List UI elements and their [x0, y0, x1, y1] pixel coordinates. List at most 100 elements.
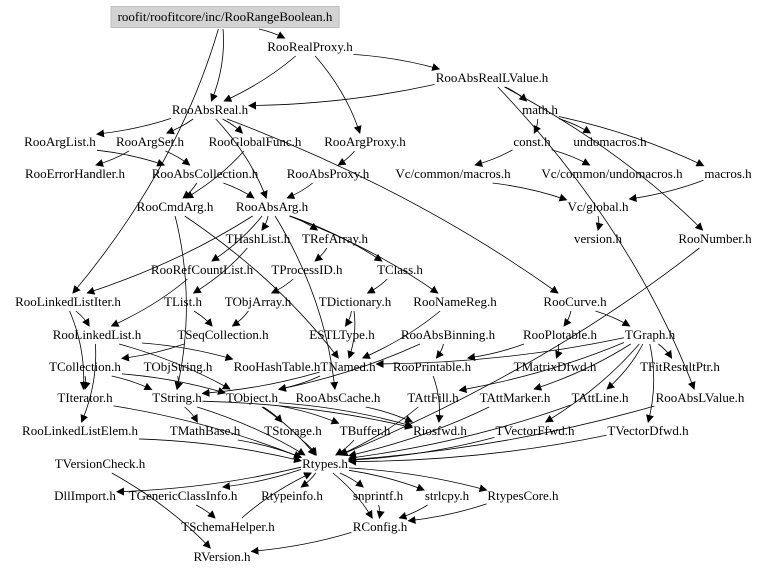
- dependency-edge: [248, 84, 435, 110]
- graph-node[interactable]: RooAbsLValue.h: [655, 390, 745, 405]
- graph-node[interactable]: TRefArray.h: [302, 231, 368, 246]
- graph-node[interactable]: RooAbsArg.h: [235, 199, 309, 214]
- graph-node[interactable]: TString.h: [152, 390, 202, 405]
- graph-node[interactable]: RooNameReg.h: [413, 294, 497, 309]
- graph-node[interactable]: undomacros.h: [573, 134, 647, 149]
- graph-node[interactable]: RooRealProxy.h: [267, 39, 353, 54]
- graph-node[interactable]: TStorage.h: [264, 423, 322, 438]
- dependency-edge: [215, 118, 268, 199]
- dependency-edge: [533, 343, 631, 391]
- graph-node[interactable]: TClass.h: [377, 262, 423, 277]
- graph-node[interactable]: TGenericClassInfo.h: [128, 488, 238, 503]
- dependency-edge: [261, 215, 270, 231]
- graph-node[interactable]: TMatrixDfwd.h: [513, 359, 597, 374]
- graph-node[interactable]: Riosfwd.h: [413, 423, 467, 438]
- dependency-edge: [113, 405, 302, 459]
- dependency-edge: [86, 215, 253, 295]
- graph-node[interactable]: const.h: [513, 134, 551, 149]
- graph-node[interactable]: RooAbsCache.h: [295, 390, 381, 405]
- graph-node[interactable]: TAttLine.h: [571, 390, 629, 405]
- graph-node[interactable]: RooAbsBinning.h: [400, 327, 496, 342]
- dependency-edge: [348, 467, 488, 493]
- graph-node[interactable]: RooArgSet.h: [115, 134, 185, 149]
- graph-node[interactable]: TObject.h: [225, 390, 279, 405]
- dependency-edge: [606, 343, 644, 390]
- graph-node[interactable]: Rtypes.h: [302, 456, 348, 471]
- graph-node[interactable]: RooRefCountList.h: [150, 262, 254, 277]
- dependency-edge: [646, 343, 655, 423]
- dependency-edge: [226, 118, 559, 294]
- graph-node[interactable]: Vc/global.h: [567, 199, 629, 214]
- graph-node[interactable]: RooPlotable.h: [522, 327, 598, 342]
- graph-node[interactable]: Vc/common/undomacros.h: [541, 166, 683, 181]
- graph-node[interactable]: macros.h: [704, 166, 752, 181]
- graph-node[interactable]: THashList.h: [225, 231, 291, 246]
- dependency-edge: [121, 373, 226, 395]
- graph-node[interactable]: TVersionCheck.h: [54, 456, 146, 471]
- graph-node[interactable]: TIterator.h: [57, 390, 113, 405]
- graph-node[interactable]: Vc/common/macros.h: [395, 166, 511, 181]
- graph-node[interactable]: TFitResultPtr.h: [640, 359, 720, 374]
- graph-node[interactable]: strlcpy.h: [424, 488, 470, 503]
- dependency-edge: [375, 337, 625, 368]
- dependency-edge: [95, 150, 130, 167]
- graph-node[interactable]: TVectorDfwd.h: [607, 423, 689, 438]
- graph-node[interactable]: RooArgList.h: [24, 134, 96, 149]
- graph-node[interactable]: ESTLType.h: [309, 327, 375, 342]
- graph-node[interactable]: TAttMarker.h: [479, 390, 551, 405]
- dependency-edge: [82, 375, 91, 390]
- graph-node[interactable]: TGraph.h: [624, 327, 676, 342]
- graph-node[interactable]: TProcessID.h: [271, 262, 343, 277]
- graph-node[interactable]: RooCmdArg.h: [136, 199, 214, 214]
- dependency-edge: [202, 400, 413, 430]
- graph-node[interactable]: RooHashTable.h: [233, 359, 321, 374]
- dependency-edge: [300, 472, 317, 488]
- graph-node[interactable]: TSeqCollection.h: [177, 327, 269, 342]
- graph-node[interactable]: TObjString.h: [143, 359, 213, 374]
- graph-node[interactable]: RtypesCore.h: [487, 488, 559, 503]
- graph-node[interactable]: RooAbsCollection.h: [151, 166, 259, 181]
- graph-node[interactable]: RooNumber.h: [678, 231, 752, 246]
- graph-node[interactable]: RooLinkedListElem.h: [22, 423, 138, 438]
- dependency-edge: [544, 343, 640, 423]
- graph-node[interactable]: RooAbsReal.h: [171, 102, 249, 117]
- graph-node[interactable]: RVersion.h: [193, 549, 251, 564]
- graph-node[interactable]: TCollection.h: [49, 359, 121, 374]
- graph-node[interactable]: RooLinkedList.h: [52, 327, 142, 342]
- graph-node[interactable]: RooErrorHandler.h: [24, 166, 126, 181]
- graph-node[interactable]: TBuffer.h: [339, 423, 391, 438]
- graph-node[interactable]: TAttFill.h: [407, 390, 459, 405]
- graph-node[interactable]: DllImport.h: [54, 488, 116, 503]
- graph-node[interactable]: version.h: [573, 231, 623, 246]
- dependency-edge: [278, 405, 340, 425]
- graph-node[interactable]: RConfig.h: [352, 519, 408, 534]
- graph-node[interactable]: TVectorFfwd.h: [495, 423, 575, 438]
- dependency-edge: [111, 375, 153, 391]
- graph-node[interactable]: TDictionary.h: [318, 294, 392, 309]
- graph-node[interactable]: TNamed.h: [320, 359, 376, 374]
- graph-node[interactable]: snprintf.h: [352, 488, 404, 503]
- dependency-edge: [182, 182, 198, 199]
- graph-node[interactable]: RooGlobalFunc.h: [208, 134, 302, 149]
- graph-node[interactable]: RooCurve.h: [543, 294, 607, 309]
- graph-node[interactable]: TObjArray.h: [224, 294, 292, 309]
- dependency-edge: [175, 375, 183, 390]
- graph-node[interactable]: RooArgProxy.h: [324, 134, 406, 149]
- graph-node[interactable]: TMathBase.h: [169, 423, 241, 438]
- graph-node[interactable]: RooPrintable.h: [392, 359, 472, 374]
- graph-node[interactable]: RooAbsRealLValue.h: [435, 70, 549, 85]
- graph-node[interactable]: Rtypeinfo.h: [261, 488, 323, 503]
- dependency-edge: [314, 55, 362, 134]
- graph-node[interactable]: TSchemaHelper.h: [181, 519, 275, 534]
- dependency-edge: [628, 179, 704, 202]
- root-file-node[interactable]: roofit/roofitcore/inc/RooRangeBoolean.h: [110, 6, 340, 28]
- graph-node[interactable]: RooLinkedListIter.h: [15, 294, 121, 309]
- graph-node[interactable]: TList.h: [164, 294, 202, 309]
- dependency-edge: [121, 343, 185, 362]
- graph-node[interactable]: math.h: [522, 102, 558, 117]
- dependency-edge: [335, 439, 355, 456]
- dependency-edge: [347, 310, 356, 359]
- graph-node[interactable]: RooAbsProxy.h: [286, 166, 370, 181]
